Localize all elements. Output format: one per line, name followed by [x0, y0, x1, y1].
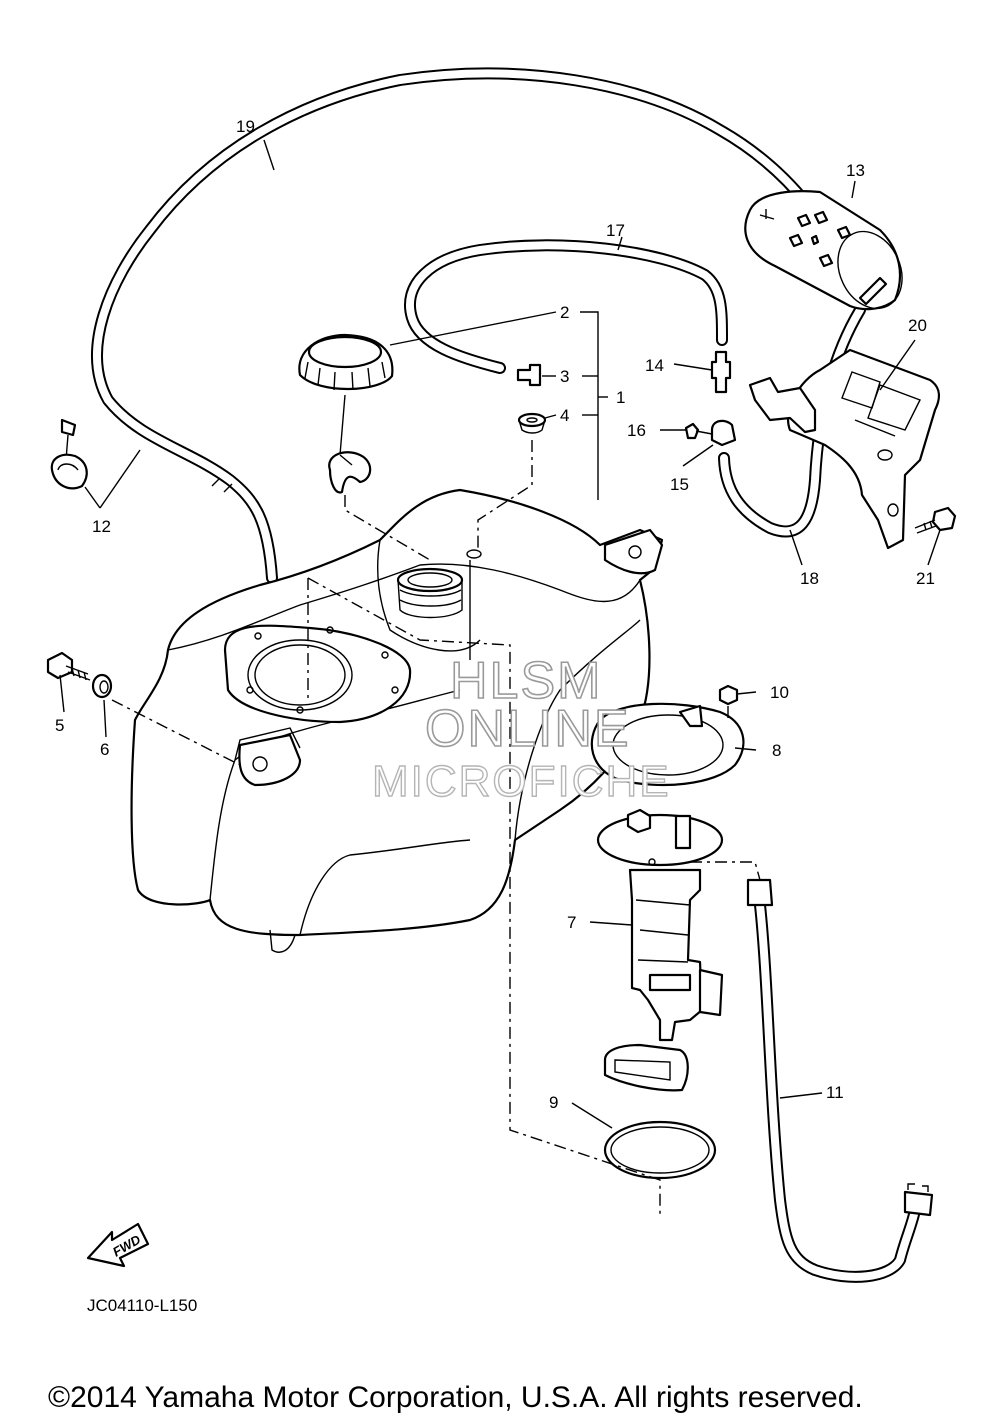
- watermark-line-1: HLSM: [450, 652, 602, 710]
- callout-5: 5: [55, 716, 64, 735]
- vent-hose-17: [404, 239, 728, 374]
- fuel-tank: [130, 488, 664, 953]
- o-ring-9: [603, 1120, 717, 1180]
- collar-6: [91, 673, 113, 699]
- callout-8: 8: [772, 741, 781, 760]
- callout-10: 10: [770, 683, 789, 702]
- bolt-21: [914, 506, 957, 534]
- nut-10: [718, 684, 739, 706]
- callout-3: 3: [560, 367, 569, 386]
- copyright-notice: ©2014 Yamaha Motor Corporation, U.S.A. A…: [48, 1381, 863, 1414]
- callout-2: 2: [560, 303, 569, 322]
- leader-lines: [59, 139, 941, 1218]
- hose-bracket: [748, 376, 817, 434]
- callout-11: 11: [826, 1083, 844, 1102]
- fitting-3: [516, 363, 542, 387]
- callout-9: 9: [549, 1093, 558, 1112]
- fuel-hose-11: [746, 878, 934, 1283]
- check-valve-14: [710, 350, 732, 394]
- callout-12: 12: [92, 517, 111, 536]
- callout-18: 18: [800, 569, 819, 588]
- callout-13: 13: [846, 161, 865, 180]
- grommet-4: [517, 412, 547, 434]
- fuel-pump-7: [596, 808, 724, 1092]
- callout-16: 16: [627, 421, 646, 440]
- callout-7: 7: [567, 913, 576, 932]
- watermark-line-2: ONLINE: [425, 700, 631, 758]
- screw-16: [684, 422, 713, 440]
- callout-labels: 1 2 3 4 5 6 7 8 9 10 11 12 13 14 15 16 1…: [55, 117, 935, 1112]
- watermark-line-3: MICROFICHE: [372, 757, 671, 806]
- canister-13: [744, 190, 903, 311]
- callout-21: 21: [916, 569, 935, 588]
- diagram-code: JC04110-L150: [87, 1296, 197, 1315]
- callout-6: 6: [100, 740, 109, 759]
- callout-14: 14: [645, 356, 664, 375]
- clamp-15: [710, 419, 737, 447]
- watermark: HLSM ONLINE MICROFICHE: [371, 651, 671, 807]
- hose-clip-12: [50, 418, 88, 490]
- callout-15: 15: [670, 475, 689, 494]
- callout-4: 4: [560, 406, 569, 425]
- pump-plate-8: [590, 702, 745, 787]
- callout-17: 17: [606, 221, 625, 240]
- bolt-5: [46, 651, 91, 681]
- callout-19: 19: [236, 117, 255, 136]
- vent-hose-19: [91, 67, 866, 584]
- callout-1: 1: [616, 388, 625, 407]
- fuel-cap: [298, 333, 394, 494]
- callout-20: 20: [908, 316, 927, 335]
- forward-arrow: FWD: [86, 1222, 150, 1268]
